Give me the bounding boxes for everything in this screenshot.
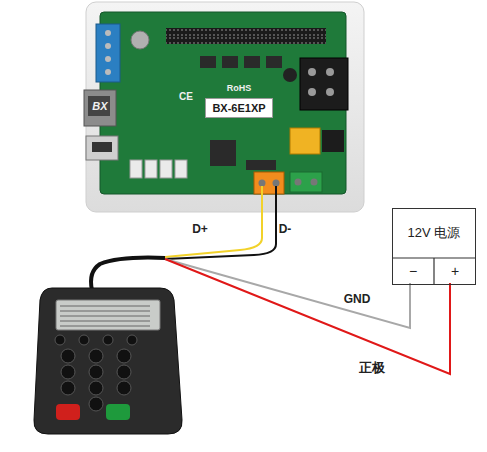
controller-board [84, 2, 364, 212]
controller-board [200, 56, 282, 170]
keypad-illustration [89, 381, 103, 395]
keypad-illustration [60, 306, 150, 307]
signal-name: D+ [192, 222, 208, 236]
controller-board [105, 30, 111, 36]
keypad-illustration [60, 321, 150, 322]
node-text: 12V 电源 [407, 224, 460, 242]
keypad-illustration [106, 404, 130, 420]
controller-board [259, 180, 266, 187]
wire-name: 正极 [359, 359, 385, 377]
controller-board [105, 43, 111, 49]
keypad-illustration [89, 349, 103, 363]
controller-board [283, 68, 297, 82]
controller-board [290, 172, 322, 192]
controller-board [295, 179, 302, 186]
keypad-illustration [55, 335, 137, 411]
controller-board [300, 58, 348, 110]
controller-board [311, 179, 318, 186]
controller-board [244, 56, 260, 68]
controller-board [175, 160, 187, 178]
keypad-illustration [117, 381, 131, 395]
controller-board [266, 56, 282, 68]
brand-logo: BX [92, 100, 107, 112]
controller-board [326, 68, 334, 76]
controller-board [84, 90, 116, 126]
power-supply-box: 12V 电源 [392, 208, 476, 285]
keypad-illustration [117, 365, 131, 379]
keypad-illustration [60, 306, 150, 326]
controller-board [130, 160, 142, 178]
signal-name: D- [279, 222, 292, 236]
keypad-illustration [89, 397, 103, 411]
keypad-illustration [103, 335, 113, 345]
keypad-illustration [61, 365, 75, 379]
signal-wires [165, 259, 410, 328]
controller-board [92, 142, 112, 152]
terminal-sign: − [409, 263, 417, 279]
controller-board [273, 180, 280, 187]
controller-board [308, 68, 316, 76]
controller-board [308, 88, 316, 96]
keypad-illustration [34, 288, 182, 434]
keypad-illustration [89, 365, 103, 379]
keypad-illustration [60, 311, 150, 312]
controller-board [86, 2, 364, 212]
controller-board [308, 68, 334, 96]
controller-board [160, 160, 172, 178]
keypad-illustration [55, 335, 65, 345]
controller-board [105, 69, 111, 75]
controller-board [105, 56, 111, 62]
signal-wires [165, 186, 262, 257]
keypad-illustration [61, 349, 75, 363]
controller-board [166, 28, 326, 44]
wire-name: GND [344, 292, 371, 306]
controller-board [145, 160, 157, 178]
signal-wires [165, 259, 450, 374]
terminal-sign: + [451, 263, 459, 279]
keypad-illustration [60, 316, 150, 317]
controller-board [210, 140, 236, 166]
power-supply-outline [392, 258, 476, 285]
model-label: BX-6E1XP [205, 98, 272, 118]
keypad-illustration [127, 335, 137, 345]
keypad-illustration [117, 349, 131, 363]
controller-board [86, 136, 118, 160]
controller-board [200, 56, 216, 68]
signal-wires [165, 186, 276, 259]
rohs-mark: RoHS [227, 83, 252, 93]
keypad-illustration [56, 404, 80, 420]
ce-mark: CE [179, 91, 193, 102]
controller-board [222, 56, 238, 68]
keypad-illustration [56, 300, 160, 330]
controller-board [326, 88, 334, 96]
controller-board [322, 130, 344, 152]
keypad-illustration [61, 381, 75, 395]
node-text: BX-6E1XP [212, 102, 265, 114]
keypad-illustration [34, 288, 182, 434]
controller-board [105, 30, 111, 75]
controller-board [290, 128, 320, 154]
controller-board [254, 172, 284, 194]
controller-board [96, 24, 120, 82]
controller-board [88, 96, 110, 116]
signal-wires [91, 258, 165, 290]
controller-board [130, 160, 187, 178]
controller-board [246, 160, 276, 170]
keypad-illustration [60, 326, 150, 327]
controller-board [131, 31, 149, 49]
keypad-illustration [79, 335, 89, 345]
power-supply-outline [433, 258, 434, 285]
